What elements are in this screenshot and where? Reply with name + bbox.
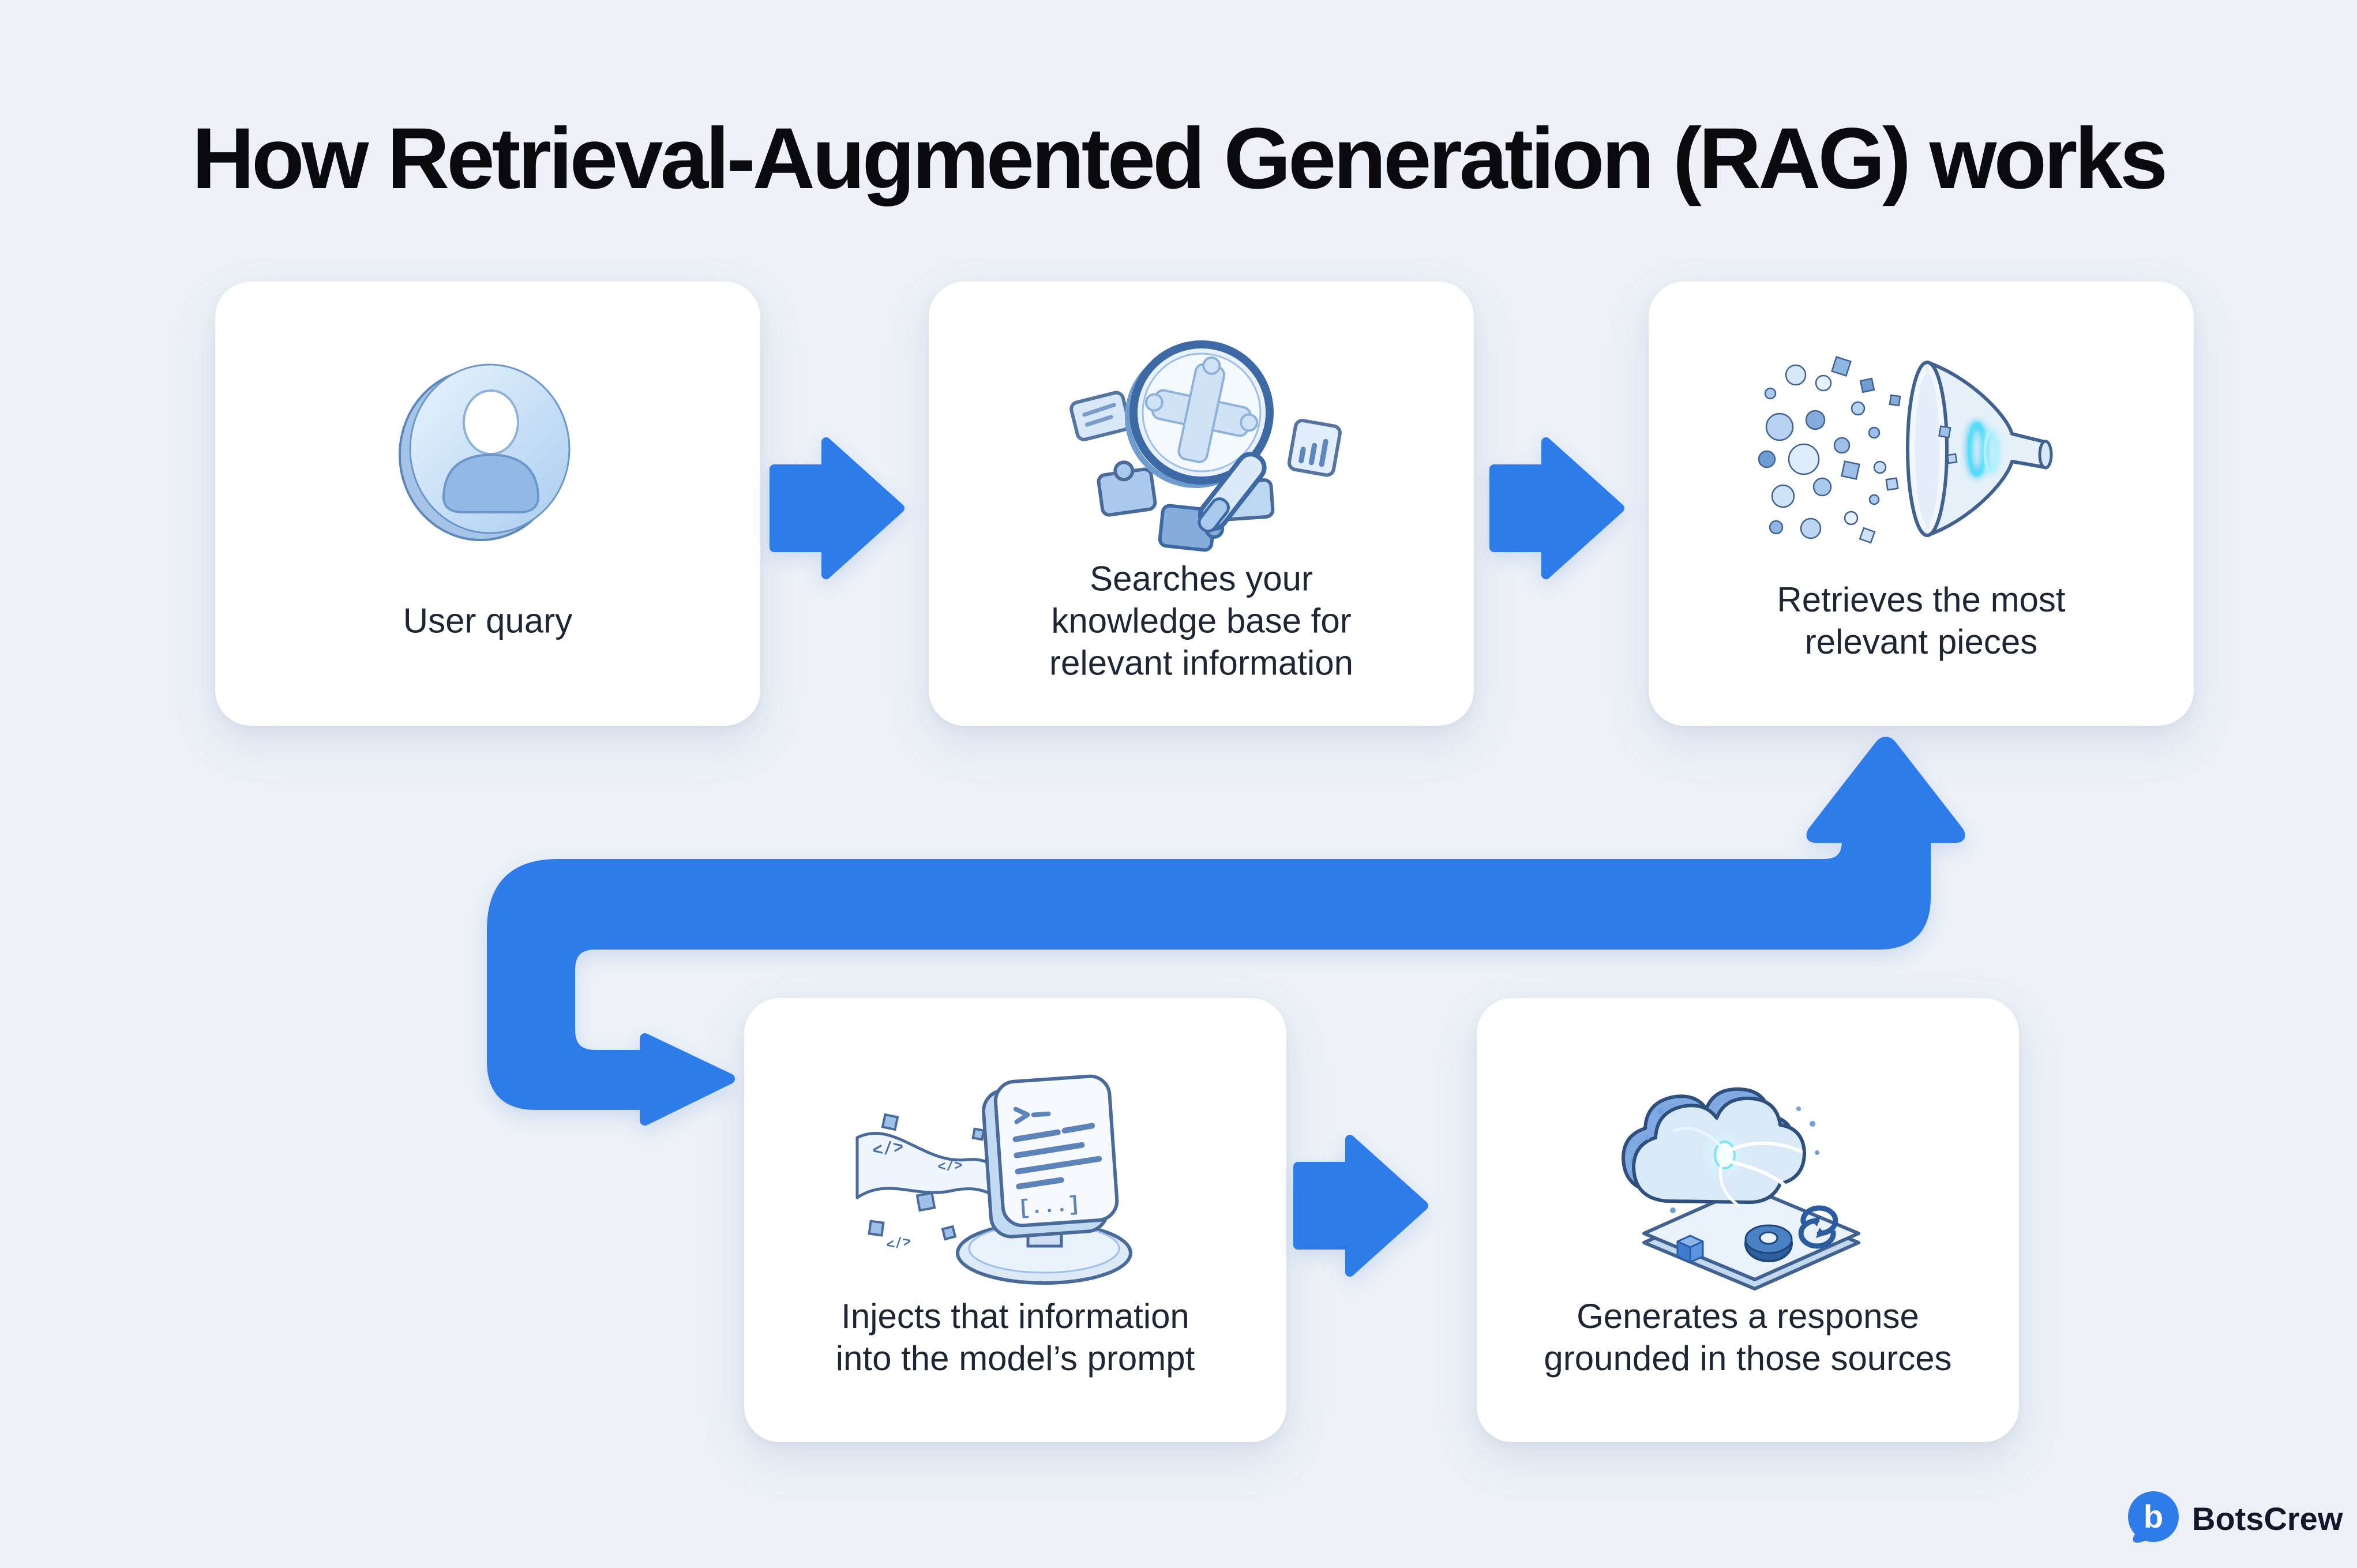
step-label-line: knowledge base for xyxy=(1051,601,1352,640)
step-label-line: Searches your xyxy=(1090,559,1313,598)
step-label: Generates a response grounded in those s… xyxy=(1491,1295,2005,1379)
magnifier-puzzle-icon xyxy=(1069,340,1342,552)
botscrew-logo-mark-icon: b xyxy=(2128,1491,2179,1543)
step-card-search-knowledge: Searches your knowledge base for relevan… xyxy=(929,282,1474,726)
step-label-line: Generates a response xyxy=(1577,1297,1919,1336)
step-label-line: Retrieves the most xyxy=(1777,580,2066,619)
page-title: How Retrieval-Augmented Generation (RAG)… xyxy=(192,110,2168,207)
logo-letter: b xyxy=(2144,1498,2163,1535)
step-label-line: Injects that information xyxy=(841,1297,1189,1336)
svg-text:</>: </> xyxy=(885,1235,913,1254)
step-label-line: relevant information xyxy=(1049,643,1353,682)
prompt-screen-icon: </> </> </> [...] xyxy=(855,1074,1132,1285)
step-card-inject-prompt: </> </> </> [...] Injects that informati… xyxy=(744,998,1286,1442)
step-card-retrieve-pieces: Retrieves the most relevant pieces xyxy=(1649,282,2194,726)
svg-text:[...]: [...] xyxy=(1017,1192,1081,1220)
svg-text:</>: </> xyxy=(872,1138,905,1162)
user-icon xyxy=(398,363,570,541)
funnel-icon xyxy=(1758,356,2052,544)
logo-text: BotsCrew xyxy=(2192,1500,2343,1537)
step-label: Injects that information into the model’… xyxy=(758,1295,1273,1379)
botscrew-logo: b BotsCrew xyxy=(2126,1491,2343,1546)
step-label: Retrieves the most relevant pieces xyxy=(1662,579,2180,663)
step-label-line: relevant pieces xyxy=(1804,622,2038,661)
step-label-line: grounded in those sources xyxy=(1544,1339,1952,1378)
cloud-ai-icon xyxy=(1622,1087,1860,1291)
step-card-generate-response: Generates a response grounded in those s… xyxy=(1477,998,2019,1442)
step-card-user-query: User quary xyxy=(215,282,760,726)
step-label-line: into the model’s prompt xyxy=(835,1339,1195,1378)
step-label: User quary xyxy=(229,600,746,642)
step-label-line: User quary xyxy=(403,601,573,640)
svg-text:</>: </> xyxy=(937,1158,963,1176)
step-label: Searches your knowledge base for relevan… xyxy=(943,558,1460,684)
